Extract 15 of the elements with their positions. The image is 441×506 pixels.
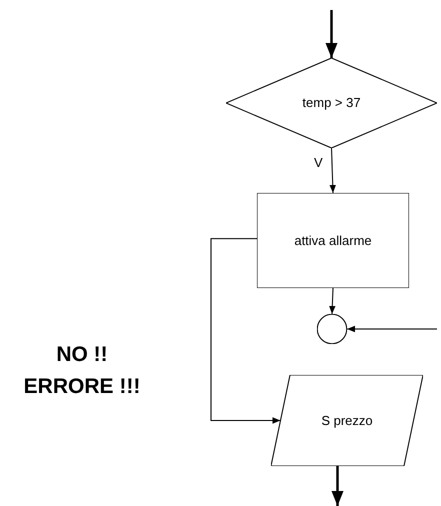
- node-text: attiva allarme: [294, 232, 372, 250]
- arrow: [329, 288, 336, 314]
- node-text: S prezzo: [321, 412, 373, 430]
- process-box: [257, 193, 409, 288]
- decision-diamond: [226, 58, 437, 148]
- arrow: [210, 238, 281, 424]
- arrow: [346, 326, 438, 332]
- input-output-parallelogram: [271, 375, 423, 466]
- edge-label: V: [314, 156, 323, 169]
- note-text: ERRORE !!!: [24, 374, 140, 400]
- arrow: [332, 466, 344, 506]
- node-text: temp > 37: [302, 94, 361, 112]
- note-text: NO !!: [56, 342, 108, 368]
- arrow: [326, 10, 338, 58]
- arrow: [330, 148, 336, 194]
